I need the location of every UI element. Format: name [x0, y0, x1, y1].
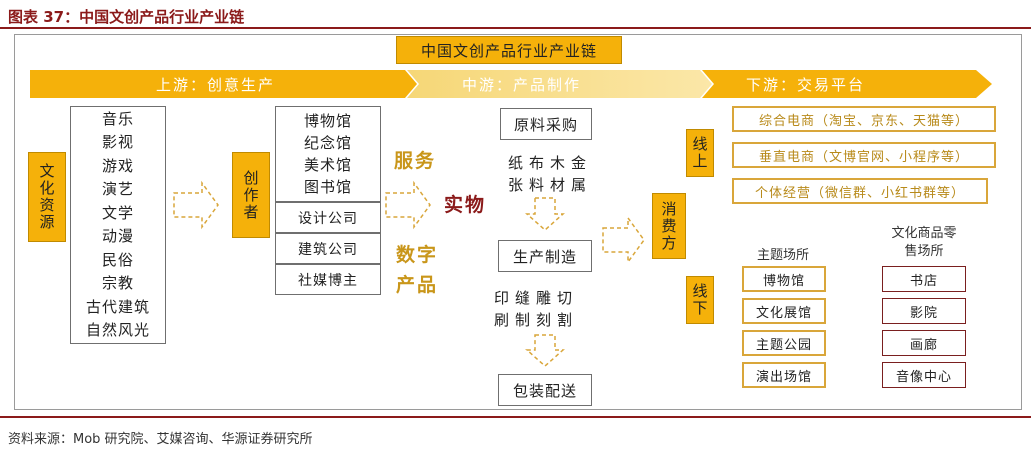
materials-line-2: 张料材属	[508, 176, 593, 194]
product-type-service: 服务	[394, 150, 437, 172]
source-rule	[0, 416, 1031, 418]
resource-item: 宗教	[101, 274, 134, 292]
venue-culture-hall: 文化展馆	[742, 298, 826, 324]
venue-museum: 博物馆	[742, 266, 826, 292]
resource-item: 自然风光	[85, 321, 150, 339]
resource-item: 音乐	[101, 109, 134, 128]
diagram-title: 中国文创产品行业产业链	[396, 36, 622, 64]
creator-design-company: 设计公司	[275, 202, 381, 233]
band-downstream-label: 下游：交易平台	[746, 76, 866, 94]
creators-label: 创作者	[232, 152, 270, 238]
institution-item: 美术馆	[303, 156, 352, 174]
cultural-resources-label: 文化资源	[28, 152, 66, 242]
venue-performance-hall: 演出场馆	[742, 362, 826, 388]
product-type-physical: 实物	[444, 194, 487, 216]
resource-item: 文学	[101, 203, 134, 222]
creators-institutions: 博物馆 纪念馆 美术馆 图书馆	[275, 106, 381, 202]
resource-item: 民俗	[101, 250, 134, 269]
process-line-1: 印缝雕切	[494, 289, 579, 307]
creator-social-blogger: 社媒博主	[275, 264, 381, 295]
online-channel-comprehensive: 综合电商（淘宝、京东、天猫等）	[732, 106, 996, 132]
online-label: 线上	[686, 129, 714, 177]
retail-cinema: 影院	[882, 298, 966, 324]
resource-item: 古代建筑	[85, 297, 150, 316]
band-midstream-shape	[407, 70, 712, 98]
arrow-resources-to-creators	[173, 180, 219, 230]
retail-bookstore: 书店	[882, 266, 966, 292]
offline-label: 线下	[686, 276, 714, 324]
packaging-box: 包装配送	[498, 374, 592, 406]
retail-header: 文化商品零售场所	[891, 226, 957, 259]
venues-header: 主题场所	[756, 248, 809, 263]
arrow-process-down	[525, 334, 565, 368]
resource-item: 演艺	[101, 180, 134, 198]
arrow-creators-to-products	[385, 180, 431, 230]
materials-line-1: 纸布木金	[508, 154, 593, 172]
online-channel-vertical: 垂直电商（文博官网、小程序等）	[732, 142, 996, 168]
diagram-frame	[14, 34, 1022, 410]
retail-audio-video-center: 音像中心	[882, 362, 966, 388]
band-upstream-shape	[30, 70, 417, 98]
band-downstream-shape	[702, 70, 992, 98]
process-line-2: 刷制刻割	[494, 311, 579, 329]
resource-item: 影视	[101, 133, 134, 151]
source-note: 资料来源：Mob 研究院、艾媒咨询、华源证券研究所	[8, 432, 313, 447]
creator-architecture-company: 建筑公司	[275, 233, 381, 264]
resource-item: 动漫	[101, 227, 134, 245]
institution-item: 博物馆	[303, 112, 352, 130]
cultural-resources-list: 音乐 影视 游戏 演艺 文学 动漫 民俗 宗教 古代建筑 自然风光	[70, 106, 166, 344]
retail-gallery: 画廊	[882, 330, 966, 356]
band-upstream-label: 上游：创意生产	[156, 76, 276, 94]
product-type-digital: 数字产品	[396, 244, 439, 296]
resource-item: 游戏	[101, 156, 134, 175]
figure-title: 图表 37：中国文创产品行业产业链	[8, 8, 245, 26]
online-channel-individual: 个体经营（微信群、小红书群等）	[732, 178, 988, 204]
band-midstream-label: 中游：产品制作	[462, 76, 582, 94]
arrow-materials-down	[525, 197, 565, 232]
production-box: 生产制造	[498, 240, 592, 272]
arrow-to-consumer	[602, 215, 645, 265]
venue-theme-park: 主题公园	[742, 330, 826, 356]
raw-purchase-box: 原料采购	[500, 108, 592, 140]
consumer-label: 消费方	[652, 193, 686, 259]
title-rule	[0, 27, 1031, 29]
institution-item: 图书馆	[303, 178, 352, 196]
institution-item: 纪念馆	[303, 134, 352, 152]
